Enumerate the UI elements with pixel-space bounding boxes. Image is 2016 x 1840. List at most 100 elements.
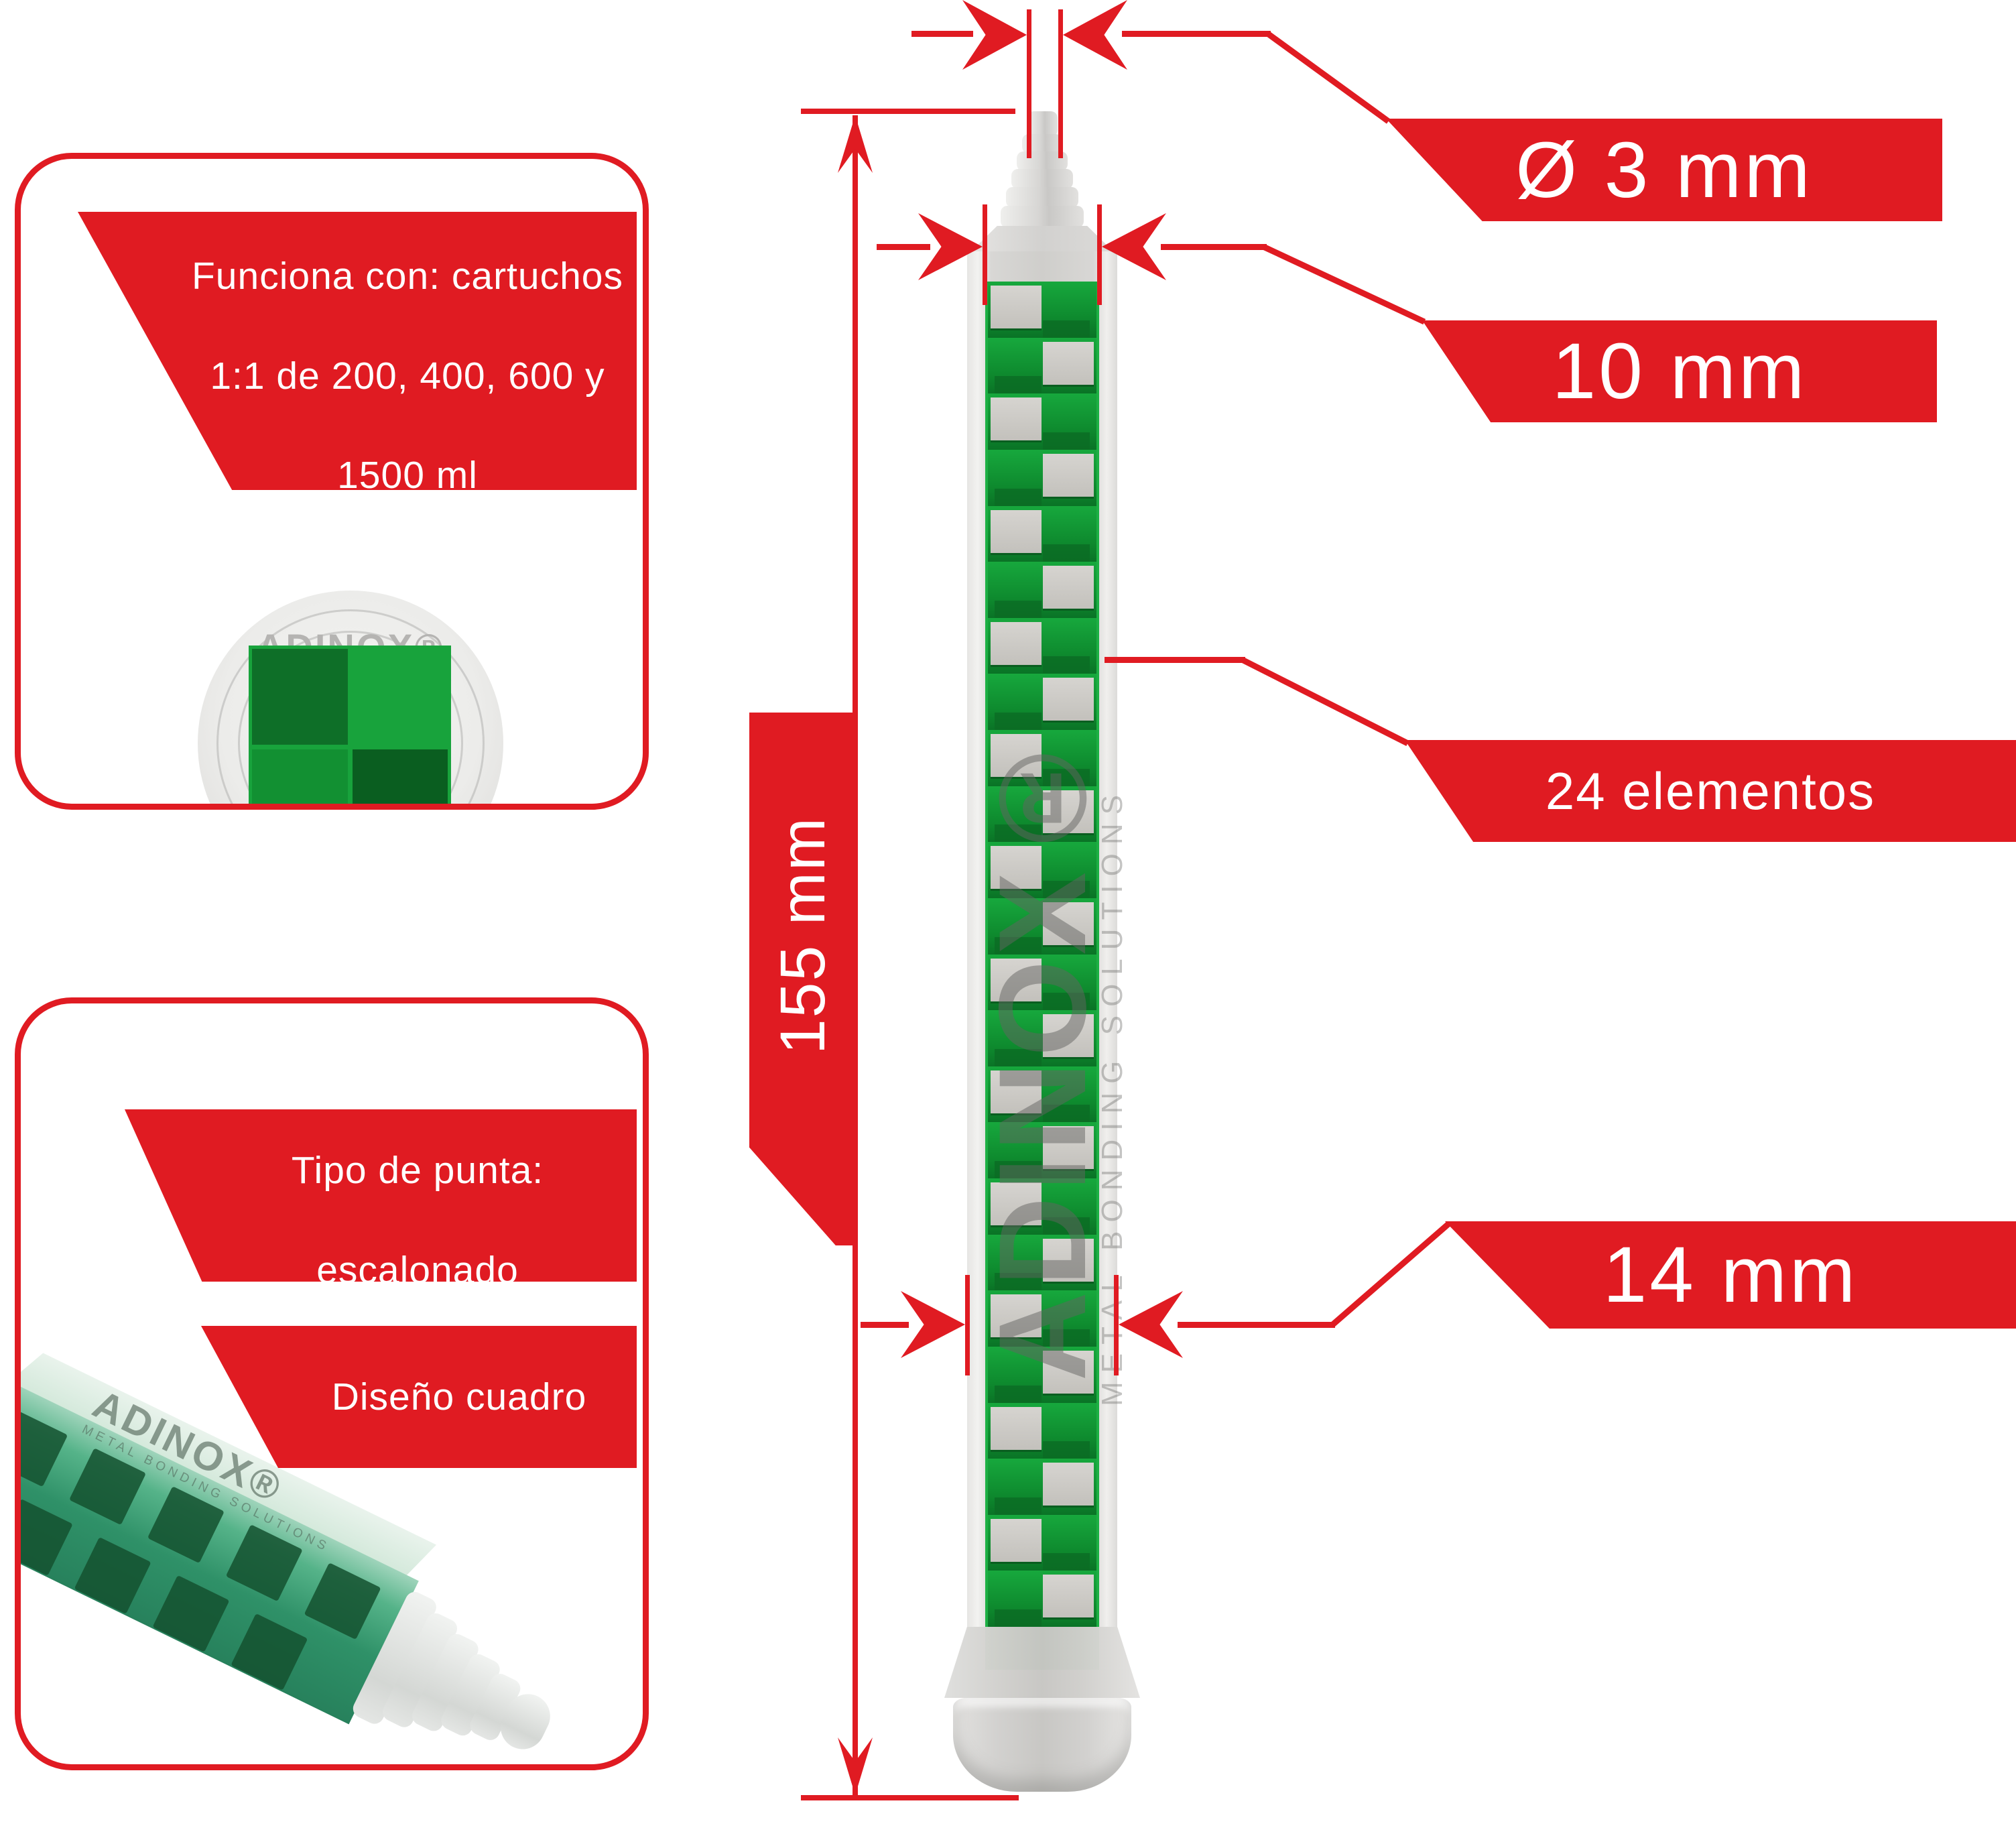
arrowhead-left-icon [1063,0,1127,70]
mixing-element-shadow [1043,1441,1090,1459]
mixing-element-face [1043,453,1094,497]
mixing-element-row [988,337,1096,394]
mixing-element-row [988,1066,1096,1123]
mixing-element-face [1043,1463,1094,1506]
label-elements: 24 elementos [1405,740,2016,842]
mixing-element-row [988,393,1096,450]
nozzle-tip-step [1006,187,1078,208]
mixing-element-row [988,1514,1096,1571]
dim-d3-tick-right [1058,9,1063,158]
mixing-element-face [991,509,1042,553]
mixing-element-shadow [1043,1217,1090,1235]
mixing-element-shadow [995,1385,1042,1403]
label-body-width: 14 mm [1445,1221,2016,1329]
dim-d10-tick-right [1097,204,1102,305]
mixing-element-shadow [1043,1553,1090,1571]
mixing-element-face [1043,790,1094,833]
mixing-element-shadow [1043,544,1090,562]
tip-type-text: Tipo de punta: escalonado [291,1109,544,1282]
mixing-element [21,1410,68,1487]
mixing-element-face [991,846,1042,890]
mixing-element-shadow [995,1048,1042,1066]
mixing-element-face [1043,1238,1094,1282]
mixing-element-face [1043,678,1094,721]
mixing-element-face [991,734,1042,777]
mixing-element-row [988,1290,1096,1347]
mixing-element-face [1043,1350,1094,1394]
dim-d14-line-left [861,1322,909,1328]
compatibility-text: Funciona con: cartuchos 1:1 de 200, 400,… [191,212,624,490]
elements-leader-diagonal [1241,657,1409,746]
mixing-element-shadow [995,488,1042,506]
mixing-element-row [988,898,1096,955]
outlet-width-value: 10 mm [1552,327,1808,416]
mixing-element [21,1498,73,1576]
mixing-element-row [988,1571,1096,1627]
dim-d10-line-right [1161,244,1267,250]
nozzle-watermark-sub-text: METAL BONDING SOLUTIONS [1096,786,1129,1406]
dim-d14-line-right [1178,1322,1335,1328]
body-width-value: 14 mm [1602,1231,1858,1319]
mixing-element-face [1043,1575,1094,1618]
mixing-element-shadow [995,824,1042,843]
mixing-element-face [991,1518,1042,1562]
dim-d14-tick-right [1114,1275,1119,1375]
mixing-element-shadow [995,1161,1042,1178]
mixing-element-row [988,1346,1096,1403]
design-text: Diseño cuadro [331,1375,587,1418]
mixing-element-row [988,1459,1096,1515]
mixing-element-face [1043,1014,1094,1058]
dim-d14-leader [1330,1221,1451,1327]
dim-d3-line-right [1122,31,1271,37]
cross-section-checker [249,646,451,804]
checker-square-dark [352,749,448,804]
mixing-element-row [988,1402,1096,1459]
mixing-element-row [988,617,1096,674]
dim-d3-tick-left [1027,9,1031,158]
dim-d3-line-left [911,31,973,37]
mixing-element-face [991,1070,1042,1113]
mixing-element-shadow [1043,880,1090,898]
mixing-element-shadow [995,936,1042,955]
mixing-element-face [991,1182,1042,1225]
nozzle-base-cap [953,1698,1131,1792]
label-tip-diameter: Ø 3 mm [1386,119,1942,221]
mixing-element-shadow [1043,1105,1090,1123]
mixing-element-row [988,1122,1096,1178]
mixing-element-shadow [995,600,1042,618]
nozzle-tip-step [1027,111,1058,137]
nozzle-tip-step [1001,206,1084,228]
mixing-element-row [988,674,1096,730]
mixing-element-shadow [995,1609,1042,1627]
nozzle-watermark-sub: METAL BONDING SOLUTIONS [1092,711,1133,1481]
elements-leader-line [1105,657,1245,663]
mixing-element-face [1043,902,1094,945]
mixing-element-face [991,397,1042,441]
dim-d14-tick-left [965,1275,970,1375]
arrowhead-right-icon [901,1291,965,1358]
mixing-element-face [1043,1126,1094,1170]
dim-d10-tick-left [983,204,987,305]
mixing-element-row [988,282,1096,338]
mixing-element-shadow [1043,993,1090,1011]
mixing-element-shadow [995,376,1042,394]
nozzle-base-flare [944,1627,1140,1698]
mixing-element-face [991,1294,1042,1338]
nozzle-shoulder [967,226,1117,255]
mixing-element-shadow [995,1273,1042,1291]
dim-d3-leader [1266,31,1391,124]
mixing-element-face [1043,566,1094,609]
tip-type-banner: Tipo de punta: escalonado [125,1109,637,1282]
mixing-element [152,1575,230,1652]
mixing-element-row [988,842,1096,898]
tip-diameter-value: Ø 3 mm [1515,125,1813,214]
mixing-element-shadow [1043,656,1090,674]
tip-type-line1: Tipo de punta: [291,1149,544,1192]
dim-d10-line-left [877,244,930,250]
mixing-element-row [988,954,1096,1011]
checker-square-dark [252,649,348,745]
compat-line1: Funciona con: cartuchos [191,255,624,298]
nozzle-tip-step [1011,169,1073,189]
mixing-element-row [988,786,1096,843]
